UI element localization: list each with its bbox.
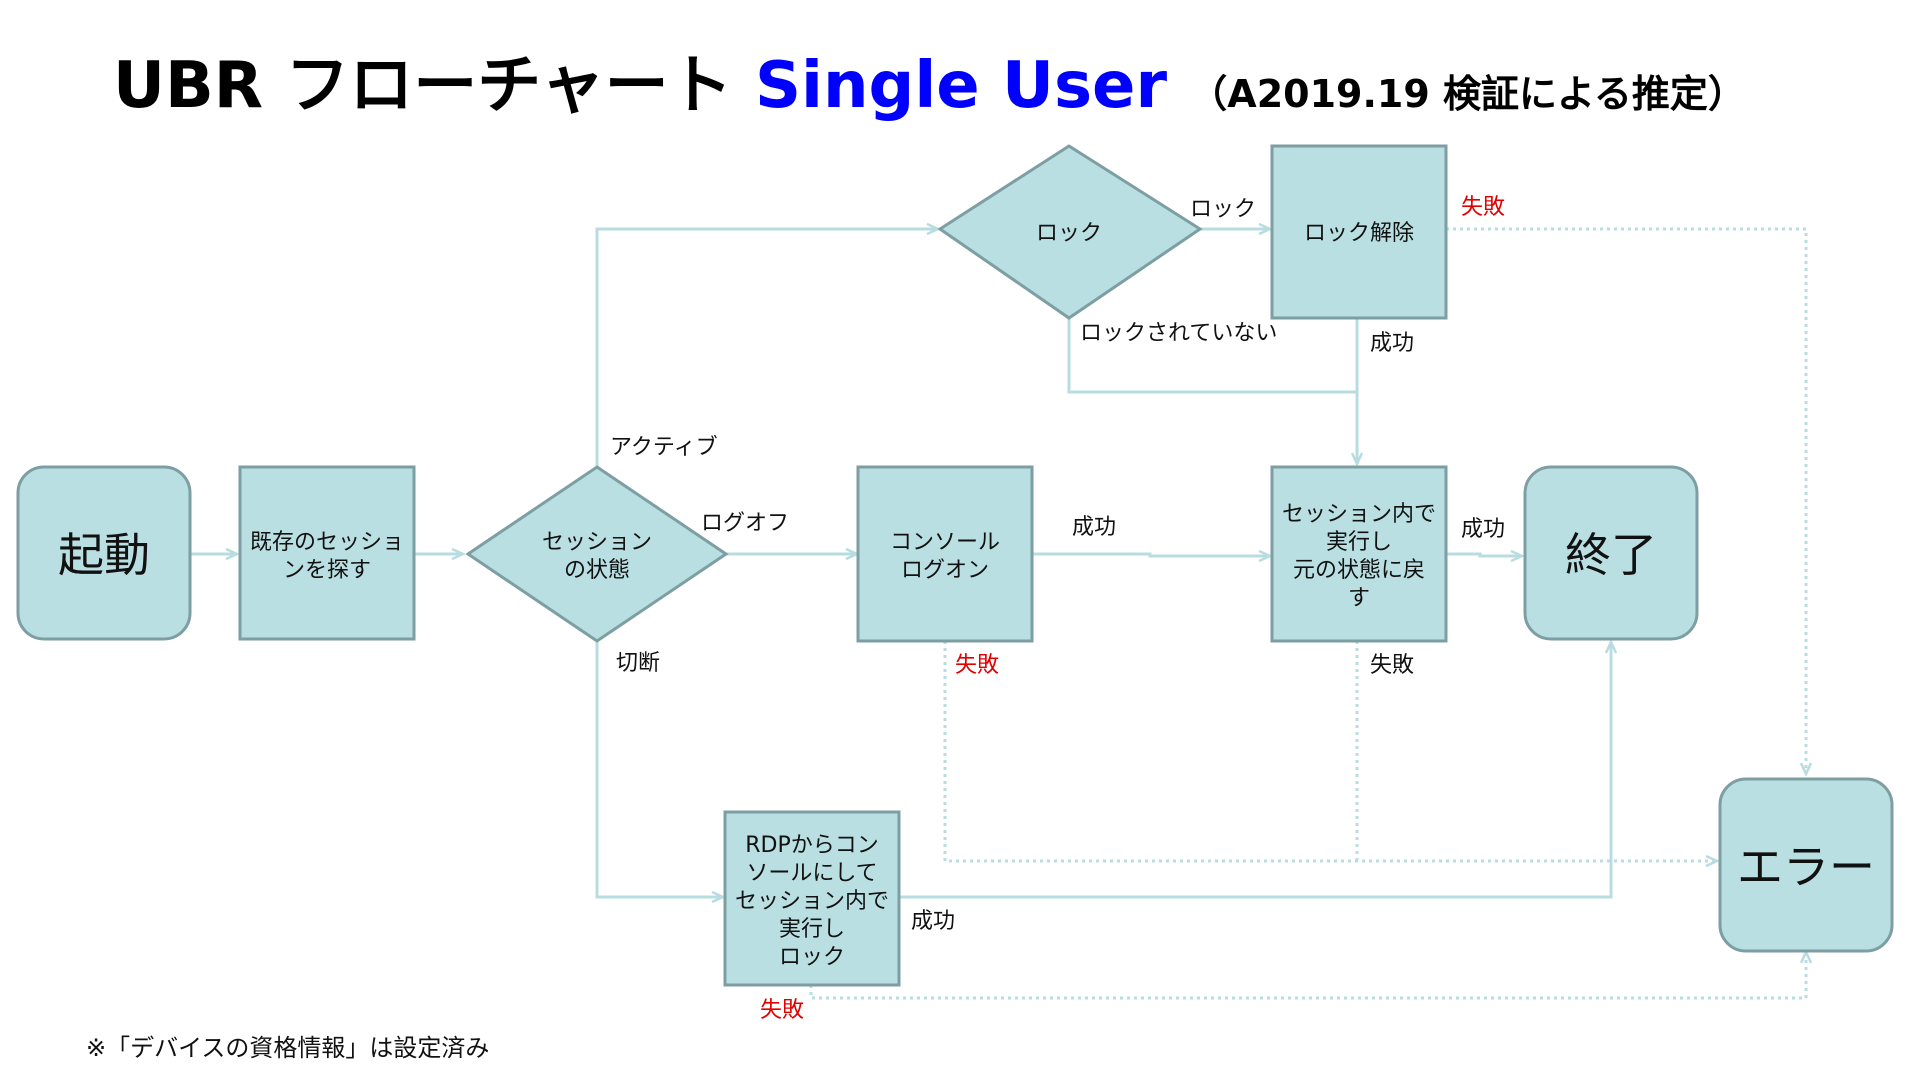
edge-unlock-fail-to-error xyxy=(1446,227,1806,773)
node-label-line: RDPからコン xyxy=(745,833,879,858)
edge-rdp-success-to-end xyxy=(899,643,1611,899)
unlock-label: ロック解除 xyxy=(1304,221,1414,246)
edge-console-success-to-run xyxy=(1032,554,1269,556)
node-label-line: 実行し xyxy=(779,917,845,942)
edge-console-fail-to-error xyxy=(943,641,1716,861)
session-state-decision xyxy=(465,465,729,643)
edge-state-disconnect-to-rdp xyxy=(595,641,722,897)
end-node-label: 終了 xyxy=(1565,528,1657,582)
title-main-text: UBR フローチャート xyxy=(113,49,733,123)
run-in-session-node xyxy=(1270,465,1448,643)
label-unlock-success: 成功 xyxy=(1370,331,1414,356)
rdp-console-label: RDPからコンソールにしてセッション内で実行しロック xyxy=(735,833,889,970)
node-label-line: エラー xyxy=(1737,840,1875,894)
find-session-label: 既存のセッションを探す xyxy=(250,530,404,583)
title-accent-text: Single User xyxy=(754,49,1168,123)
node-label-line: セッション内で xyxy=(735,889,889,914)
label-rdp-success: 成功 xyxy=(911,909,955,934)
node-label-line: ロック解除 xyxy=(1304,221,1414,246)
node-label-line: 実行し xyxy=(1326,530,1392,555)
end-node xyxy=(1523,465,1699,641)
label-unlock-fail: 失敗 xyxy=(1461,195,1505,220)
lock-check-decision xyxy=(937,144,1203,320)
page-title: UBR フローチャート Single User （A2019.19 検証による推… xyxy=(113,34,1746,126)
label-run-success: 成功 xyxy=(1461,517,1505,542)
edge-rdp-fail-to-error xyxy=(809,953,1806,1000)
label-logoff: ログオフ xyxy=(701,511,789,536)
edge-state-active-to-lock xyxy=(595,229,937,467)
console-logon-node xyxy=(856,465,1034,643)
node-label-line: ログオン xyxy=(901,558,989,583)
node-label-line: 終了 xyxy=(1565,528,1657,582)
label-run-fail: 失敗 xyxy=(1370,653,1414,678)
node-label-line: 起動 xyxy=(58,528,150,582)
node-label-line: コンソール xyxy=(890,530,1000,555)
start-node-label: 起動 xyxy=(58,528,150,582)
label-locked: ロック xyxy=(1190,197,1256,222)
error-node-label: エラー xyxy=(1737,840,1875,894)
node-label-line: セッション内で xyxy=(1282,502,1436,527)
console-logon-label: コンソールログオン xyxy=(890,530,1000,583)
node-label-line: セッション xyxy=(542,530,652,555)
node-label-line: す xyxy=(1348,586,1370,611)
node-label-line: ロック xyxy=(1036,221,1102,246)
run-in-session-label: セッション内で実行し元の状態に戻す xyxy=(1282,502,1436,611)
node-label-line: ソールにして xyxy=(746,861,877,886)
edge-run-success-to-end xyxy=(1446,554,1521,556)
start-node xyxy=(16,465,192,641)
error-node xyxy=(1718,777,1894,953)
node-label-line: 既存のセッショ xyxy=(250,530,404,555)
node-label-line: の状態 xyxy=(564,558,630,583)
label-rdp-fail: 失敗 xyxy=(760,998,804,1023)
footnote: ※「デバイスの資格情報」は設定済み xyxy=(86,1034,490,1062)
lock-check-label: ロック xyxy=(1036,221,1102,246)
label-logon-fail: 失敗 xyxy=(955,653,999,678)
node-label-line: ロック xyxy=(779,945,845,970)
label-logon-success: 成功 xyxy=(1072,515,1116,540)
edge-not-locked-merge xyxy=(1067,318,1357,394)
find-session-node xyxy=(238,465,416,641)
rdp-console-node xyxy=(723,810,901,987)
label-disconnected: 切断 xyxy=(616,651,660,676)
node-label-line: 元の状態に戻 xyxy=(1293,558,1425,583)
title-subtitle: （A2019.19 検証による推定） xyxy=(1189,72,1746,116)
node-label-line: ンを探す xyxy=(283,558,371,583)
unlock-node xyxy=(1270,144,1448,320)
label-not-locked: ロックされていない xyxy=(1080,321,1277,346)
session-state-label: セッションの状態 xyxy=(542,530,652,583)
label-active: アクティブ xyxy=(610,435,718,460)
